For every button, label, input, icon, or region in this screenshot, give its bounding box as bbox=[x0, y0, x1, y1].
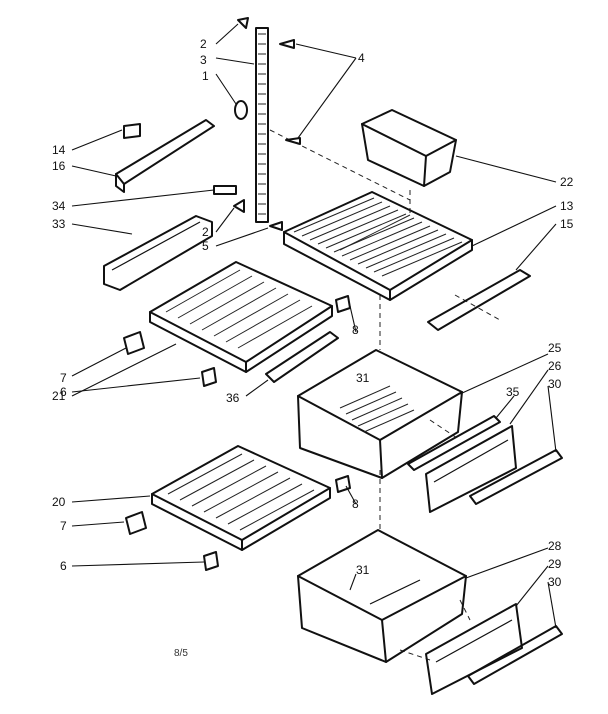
label-5: 5 bbox=[202, 239, 209, 253]
label-31b: 31 bbox=[356, 563, 370, 577]
rail-hardware bbox=[213, 17, 301, 231]
lower-shelf bbox=[151, 445, 331, 551]
label-29: 29 bbox=[548, 557, 562, 571]
label-14: 14 bbox=[52, 143, 66, 157]
lower-drawer-front bbox=[425, 603, 563, 695]
label-4: 4 bbox=[358, 51, 365, 65]
label-8b: 8 bbox=[352, 497, 359, 511]
label-8: 8 bbox=[352, 323, 359, 337]
label-28: 28 bbox=[548, 539, 562, 553]
label-20: 20 bbox=[52, 495, 66, 509]
label-22: 22 bbox=[560, 175, 574, 189]
label-30b: 30 bbox=[548, 575, 562, 589]
label-6: 6 bbox=[60, 385, 67, 399]
label-36: 36 bbox=[226, 391, 240, 405]
storage-bin bbox=[361, 109, 457, 187]
label-1: 1 bbox=[202, 69, 209, 83]
lower-shelf-supports bbox=[125, 475, 351, 571]
label-3: 3 bbox=[200, 53, 207, 67]
label-15: 15 bbox=[560, 217, 574, 231]
label-7: 7 bbox=[60, 371, 67, 385]
label-35: 35 bbox=[506, 385, 520, 399]
leader-lines bbox=[71, 23, 557, 629]
upper-shelf bbox=[149, 261, 333, 373]
label-25: 25 bbox=[548, 341, 562, 355]
part-numbers: 2 3 1 4 14 16 34 33 2 5 22 13 15 8 7 21 … bbox=[52, 37, 574, 589]
upper-crisper-drawer bbox=[297, 349, 463, 479]
shelf-trim bbox=[427, 269, 531, 331]
label-34: 34 bbox=[52, 199, 66, 213]
label-31: 31 bbox=[356, 371, 370, 385]
label-26: 26 bbox=[548, 359, 562, 373]
light-cover bbox=[115, 119, 215, 193]
label-6b: 6 bbox=[60, 559, 67, 573]
label-21: 21 bbox=[52, 389, 66, 403]
label-7b: 7 bbox=[60, 519, 67, 533]
label-2: 2 bbox=[200, 37, 207, 51]
label-2b: 2 bbox=[202, 225, 209, 239]
shelf-rail bbox=[255, 27, 269, 223]
diagram-code: 8/5 bbox=[174, 648, 188, 659]
lower-crisper-drawer bbox=[297, 529, 467, 663]
label-30: 30 bbox=[548, 377, 562, 391]
trim-panel bbox=[103, 215, 213, 291]
label-16: 16 bbox=[52, 159, 66, 173]
upper-drawer-front bbox=[407, 415, 563, 513]
label-33: 33 bbox=[52, 217, 66, 231]
crisper-trim bbox=[265, 331, 339, 383]
label-13: 13 bbox=[560, 199, 574, 213]
glass-shelf bbox=[283, 191, 473, 301]
